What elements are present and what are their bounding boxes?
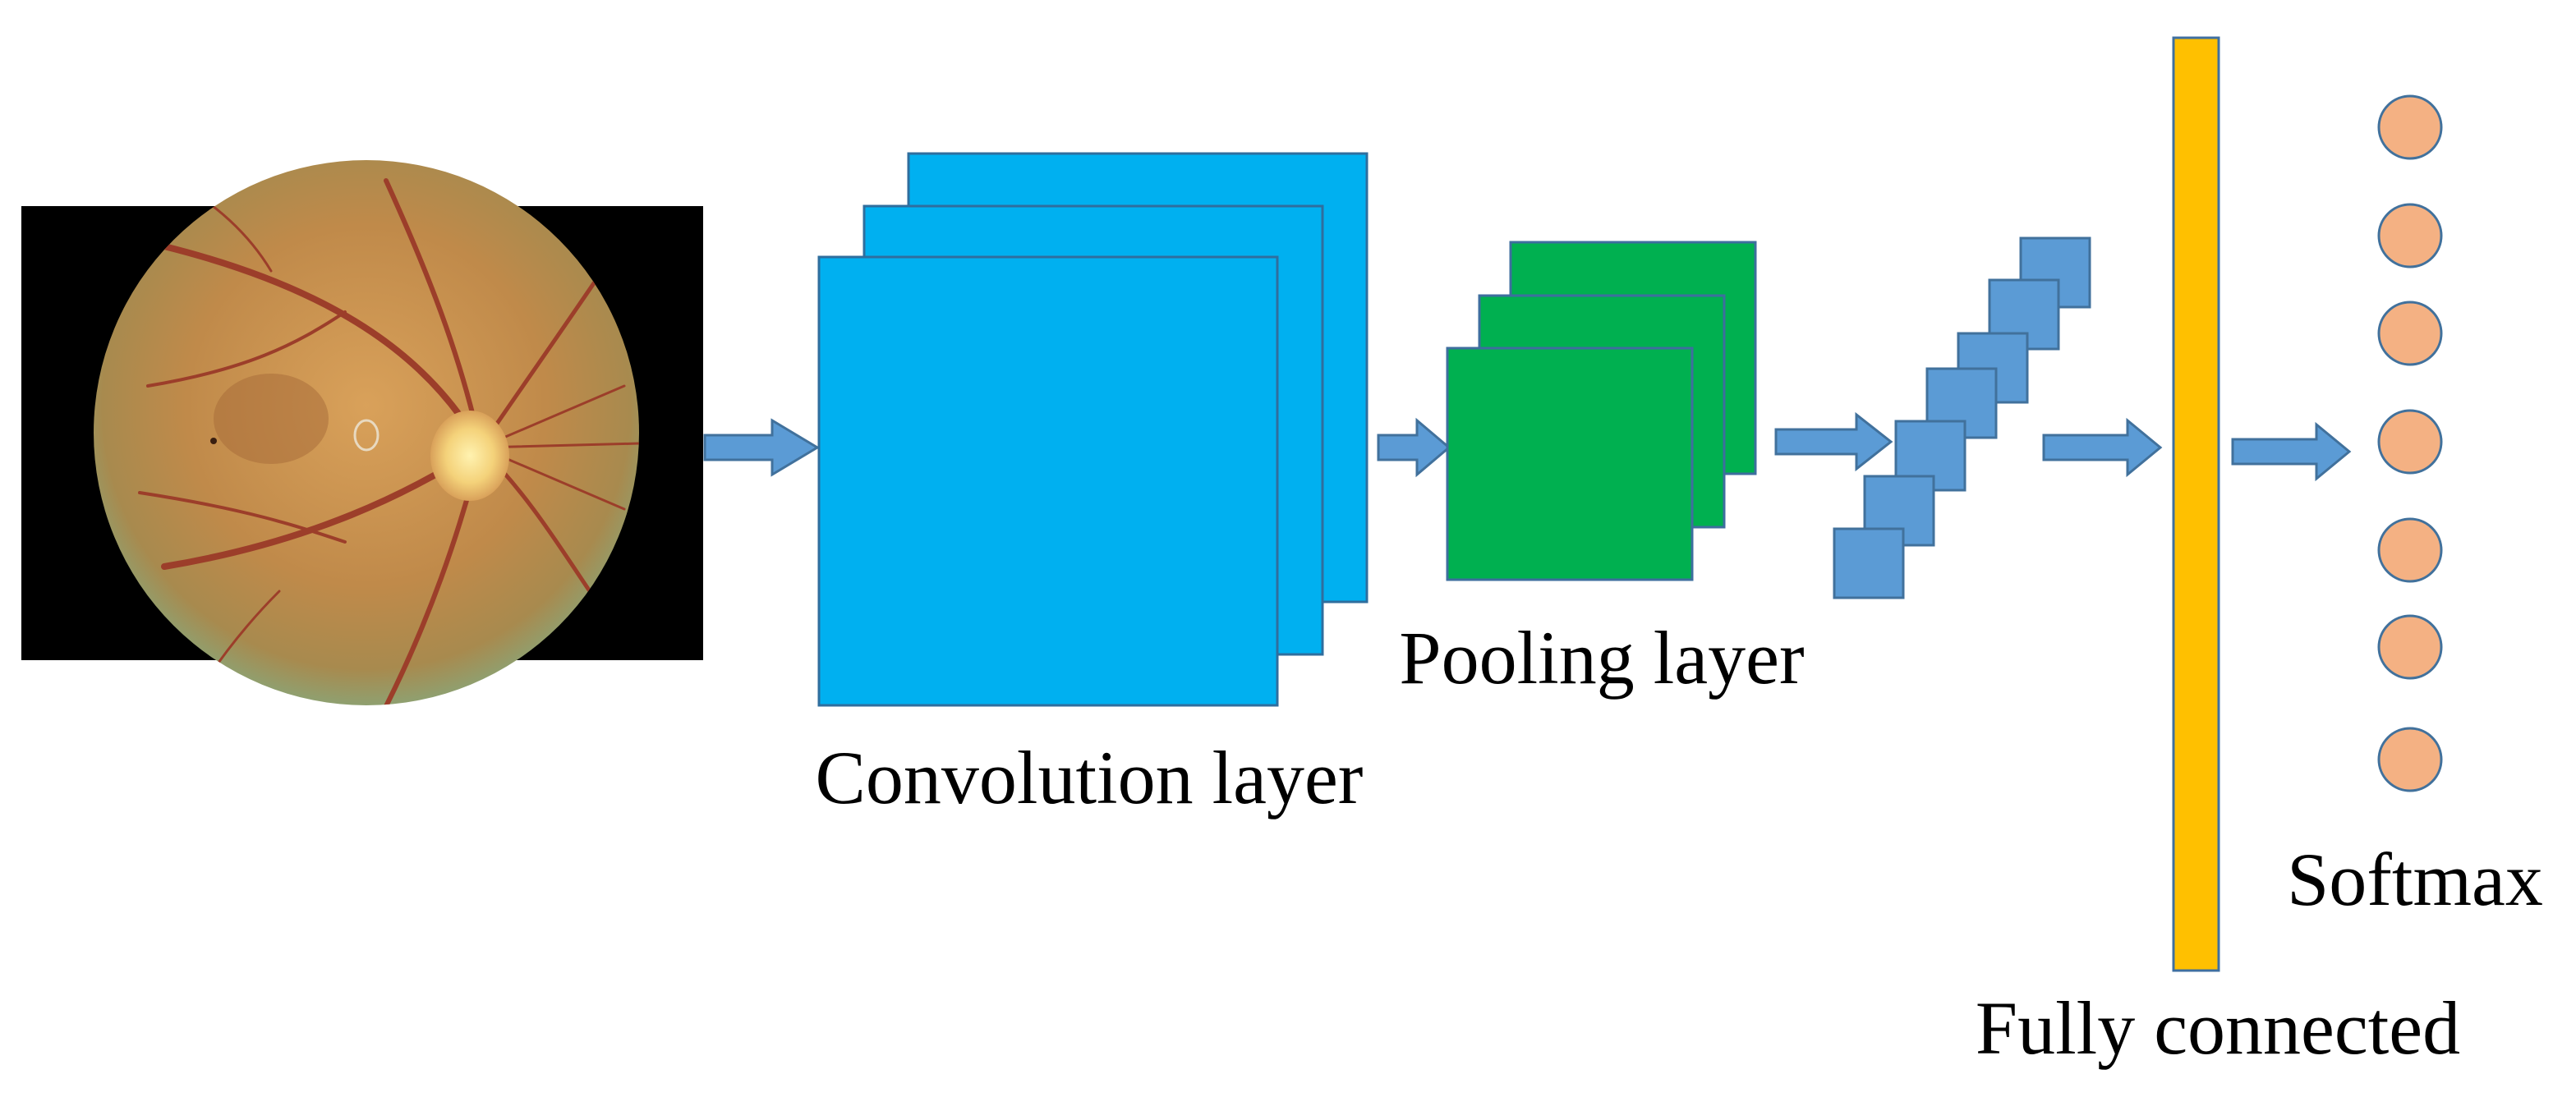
- convolution-label: Convolution layer: [816, 736, 1364, 819]
- softmax-node: [2377, 203, 2443, 269]
- softmax-node: [2377, 94, 2443, 160]
- feature-square: [1833, 527, 1905, 599]
- softmax-nodes: [2377, 94, 2443, 792]
- softmax-node: [2377, 614, 2443, 680]
- arrow-icon-1: [703, 418, 820, 477]
- arrow-icon-2: [1377, 417, 1451, 478]
- softmax-node: [2377, 409, 2443, 475]
- fully-connected-bar: [2172, 36, 2220, 972]
- softmax-label: Softmax: [2287, 838, 2543, 921]
- retina-vessels: [138, 178, 639, 705]
- softmax-node: [2377, 727, 2443, 792]
- pool-feature-map-1: [1446, 347, 1694, 581]
- arrow-icon-5: [2231, 421, 2352, 482]
- optic-disc: [430, 411, 509, 501]
- arrow-icon-4: [2042, 417, 2163, 478]
- pooling-label: Pooling layer: [1399, 616, 1804, 700]
- flattened-features: [1833, 236, 2091, 599]
- conv-feature-map-1: [817, 255, 1279, 707]
- arrow-icon-3: [1774, 411, 1893, 472]
- fully-connected-label: Fully connected: [1976, 986, 2460, 1070]
- softmax-node: [2377, 517, 2443, 583]
- retina-disc: [94, 160, 639, 705]
- convolution-layer-stack: [817, 152, 1368, 707]
- pooling-layer-stack: [1446, 241, 1757, 581]
- retina-fundus-image: [21, 160, 703, 705]
- reflection-artifact: [353, 419, 380, 452]
- softmax-node: [2377, 301, 2443, 366]
